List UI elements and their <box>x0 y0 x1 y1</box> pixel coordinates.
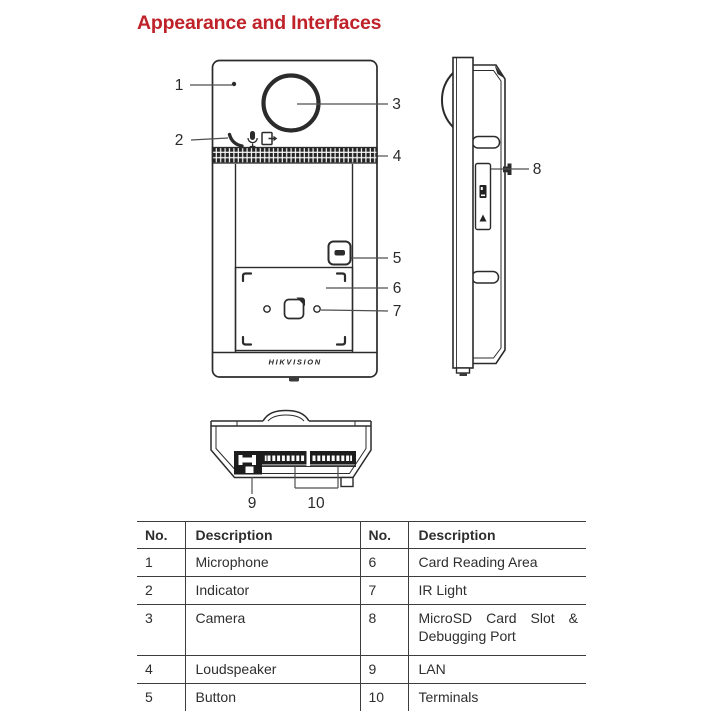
front-leader-lines <box>190 84 389 312</box>
front-view: HIKVISION <box>211 59 378 382</box>
table-row: 3 Camera 8 MicroSD Card Slot & Debugging… <box>137 604 586 656</box>
callout-1: 1 <box>175 77 184 94</box>
ir-light <box>263 297 321 320</box>
call-indicator-icon <box>227 132 244 148</box>
callout-6: 6 <box>393 280 402 297</box>
header-desc-left: Description <box>185 521 361 549</box>
lens-bulge <box>440 72 454 128</box>
microsd-slot <box>474 162 492 231</box>
bottom-outline <box>210 409 372 488</box>
callout-2: 2 <box>175 132 184 149</box>
mount-clip-top <box>471 135 501 149</box>
callout-labels: 1 2 3 4 5 6 7 8 9 10 <box>175 77 542 512</box>
bottom-leader-lines <box>251 467 339 494</box>
back-plate-inner-lines <box>473 70 502 359</box>
cell-desc: Camera <box>185 604 361 656</box>
door-indicator-icon <box>261 131 278 146</box>
lan-port <box>234 451 262 475</box>
cell-no: 2 <box>137 576 186 605</box>
connector-strip <box>234 451 356 475</box>
cell-no: 7 <box>360 576 409 605</box>
microphone-hole <box>231 81 237 87</box>
back-plate-corner-mark <box>494 65 504 78</box>
cell-desc: Loudspeaker <box>185 655 361 684</box>
page-title: Appearance and Interfaces <box>137 12 382 34</box>
table-row: 1 Microphone 6 Card Reading Area <box>137 548 586 577</box>
front-foot <box>289 377 299 382</box>
side-foot <box>455 367 471 376</box>
indicator-icons <box>227 131 278 148</box>
callout-7: 7 <box>393 303 402 320</box>
front-panel-profile <box>452 56 474 369</box>
callout-10: 10 <box>307 495 325 512</box>
cell-no: 8 <box>360 604 409 656</box>
header-no-right: No. <box>360 521 409 549</box>
cell-desc: LAN <box>408 655 586 684</box>
cell-no: 6 <box>360 548 409 577</box>
cell-desc: Microphone <box>185 548 361 577</box>
table-header-row: No. Description No. Description <box>137 521 586 549</box>
callout-8: 8 <box>533 161 542 178</box>
terminal-blocks <box>264 451 352 466</box>
callout-5: 5 <box>393 250 402 267</box>
table-row: 5 Button 10 Terminals <box>137 683 586 711</box>
mount-clip-bottom <box>471 270 500 284</box>
cell-desc: Button <box>185 683 361 711</box>
cell-no: 10 <box>360 683 409 711</box>
cell-desc: Terminals <box>418 689 479 705</box>
bottom-view <box>210 409 372 488</box>
loudspeaker-grille <box>211 146 378 164</box>
description-table: No. Description No. Description 1 Microp… <box>137 521 586 711</box>
camera-lens <box>261 73 321 133</box>
cell-desc: Card Reading Area <box>408 548 586 577</box>
brand-logo: HIKVISION <box>269 358 321 367</box>
header-no-left: No. <box>137 521 186 549</box>
header-desc-right: Description <box>408 521 586 549</box>
cell-desc: IR Light <box>408 576 586 605</box>
appearance-diagram: HIKVISION <box>175 56 542 512</box>
callout-4: 4 <box>393 148 402 165</box>
call-button <box>327 240 352 266</box>
lens-dome <box>262 409 310 422</box>
mic-indicator-icon <box>247 131 258 148</box>
cell-no: 5 <box>137 683 186 711</box>
callout-9: 9 <box>248 495 257 512</box>
cell-no: 4 <box>137 655 186 684</box>
bottom-foot-tab <box>340 476 354 488</box>
cell-desc: Indicator <box>185 576 361 605</box>
cell-no: 3 <box>137 604 186 656</box>
cell-no: 1 <box>137 548 186 577</box>
card-reading-area <box>234 266 354 352</box>
cell-no: 9 <box>360 655 409 684</box>
table-row: 4 Loudspeaker 9 LAN <box>137 655 586 684</box>
side-view <box>440 56 512 376</box>
cell-desc: MicroSD Card Slot & Debugging Port <box>408 604 586 656</box>
callout-3: 3 <box>392 96 401 113</box>
table-row: 2 Indicator 7 IR Light <box>137 576 586 605</box>
